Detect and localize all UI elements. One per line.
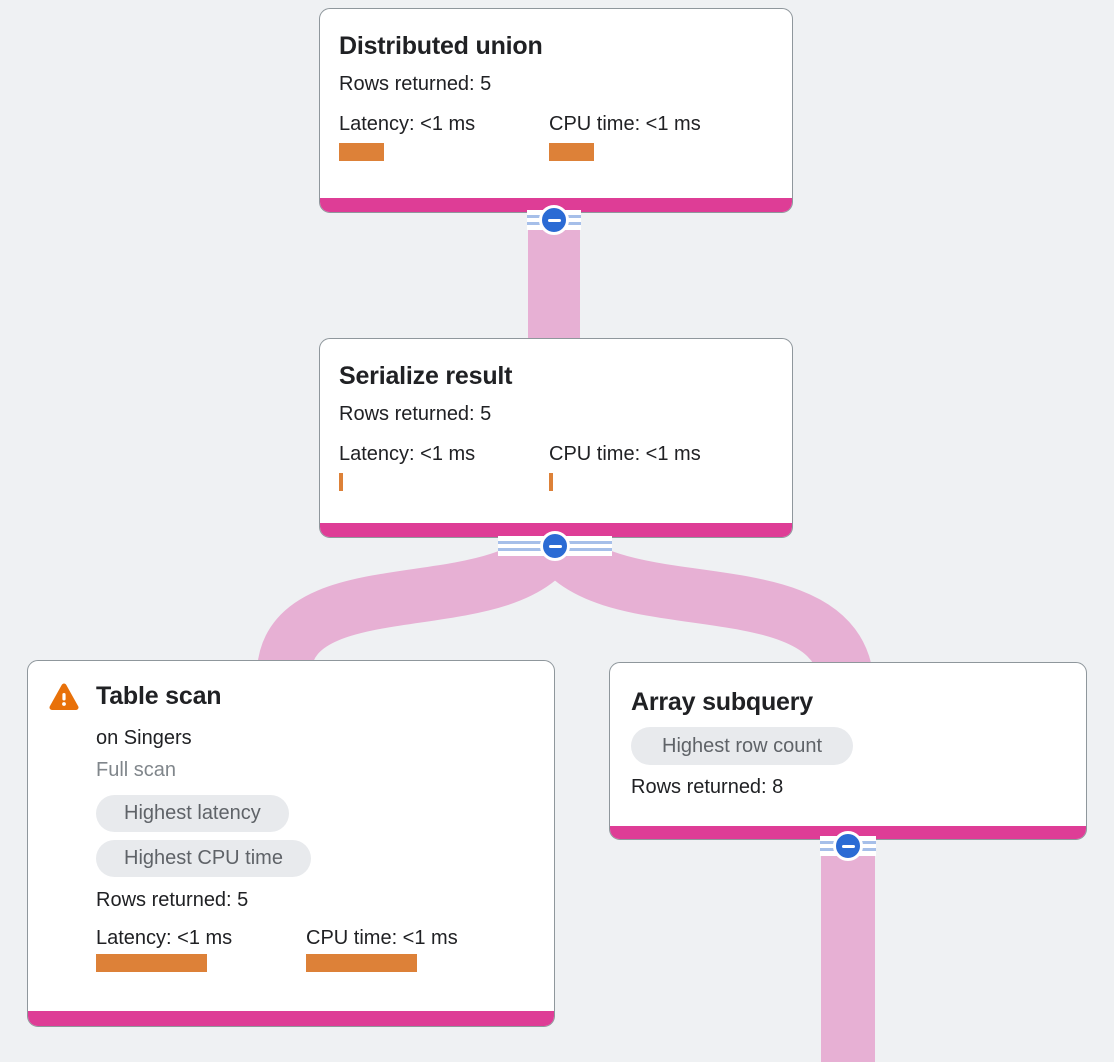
badge-highest-cpu-time: Highest CPU time <box>96 840 311 877</box>
badge-highest-row-count: Highest row count <box>631 727 854 765</box>
latency-bar <box>339 473 343 491</box>
minus-icon <box>548 544 562 548</box>
cpu-time-label: CPU time: <1 ms <box>549 113 701 135</box>
scan-type-text: Full scan <box>96 759 177 781</box>
edge-curve-serialize-result-array-subquery <box>531 524 872 679</box>
minus-icon <box>841 844 855 848</box>
plan-node-table-scan[interactable]: Table scan on Singers Full scan Highest … <box>27 660 555 1027</box>
metrics-row: Latency: <1 ms CPU time: <1 ms <box>96 925 534 972</box>
edge-band-array-subquery-child <box>821 838 875 1062</box>
node-title: Serialize result <box>339 362 513 390</box>
warning-triangle-icon <box>49 683 79 710</box>
node-title: Table scan <box>96 682 222 710</box>
rows-returned-text: Rows returned: 8 <box>631 776 784 798</box>
cpu-time-metric: CPU time: <1 ms <box>549 441 759 491</box>
latency-bar <box>96 954 207 972</box>
rows-returned-text: Rows returned: 5 <box>96 889 249 911</box>
cpu-time-metric: CPU time: <1 ms <box>549 111 759 161</box>
collapse-knob[interactable] <box>540 531 570 561</box>
metrics-row: Latency: <1 ms CPU time: <1 ms <box>339 111 773 161</box>
cpu-time-label: CPU time: <1 ms <box>549 443 701 465</box>
collapse-button-array-subquery[interactable] <box>820 831 876 861</box>
metrics-row: Latency: <1 ms CPU time: <1 ms <box>339 441 773 491</box>
node-title: Distributed union <box>339 32 543 60</box>
collapse-knob[interactable] <box>539 205 569 235</box>
rows-returned-text: Rows returned: 5 <box>339 73 492 95</box>
cpu-time-bar <box>306 954 417 972</box>
latency-metric: Latency: <1 ms <box>339 111 549 161</box>
cpu-time-label: CPU time: <1 ms <box>306 927 458 949</box>
latency-label: Latency: <1 ms <box>339 443 476 465</box>
node-subtitle: on Singers <box>96 727 192 749</box>
cpu-time-bar <box>549 473 553 491</box>
collapse-button-serialize-result[interactable] <box>498 531 612 561</box>
rows-returned-text: Rows returned: 5 <box>339 403 492 425</box>
latency-bar <box>339 143 384 161</box>
node-accent-bar <box>28 1011 554 1026</box>
minus-icon <box>547 218 561 222</box>
plan-node-serialize-result[interactable]: Serialize result Rows returned: 5 Latenc… <box>319 338 793 538</box>
latency-metric: Latency: <1 ms <box>339 441 549 491</box>
collapse-button-distributed-union[interactable] <box>527 205 581 235</box>
cpu-time-metric: CPU time: <1 ms <box>306 925 516 972</box>
node-title: Array subquery <box>631 688 813 716</box>
plan-node-array-subquery[interactable]: Array subquery Highest row count Rows re… <box>609 662 1087 840</box>
collapse-knob[interactable] <box>833 831 863 861</box>
latency-label: Latency: <1 ms <box>339 113 476 135</box>
latency-metric: Latency: <1 ms <box>96 925 306 972</box>
edge-curve-serialize-result-table-scan <box>257 524 579 675</box>
badge-highest-latency: Highest latency <box>96 795 289 832</box>
latency-label: Latency: <1 ms <box>96 927 233 949</box>
plan-node-distributed-union[interactable]: Distributed union Rows returned: 5 Laten… <box>319 8 793 213</box>
cpu-time-bar <box>549 143 594 161</box>
